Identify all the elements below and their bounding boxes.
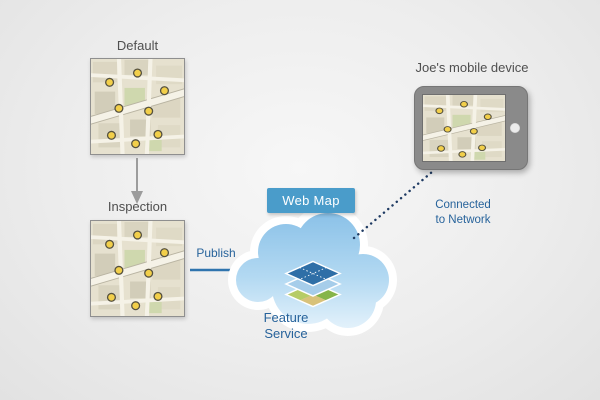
connected-to-network-label: Connected to Network (424, 198, 502, 228)
map-icon (423, 95, 505, 161)
default-map-thumbnail (90, 58, 185, 155)
tablet-device-icon (414, 86, 528, 170)
device-label: Joe's mobile device (415, 60, 529, 75)
connected-line-2: to Network (435, 213, 491, 226)
feature-layers-icon (284, 260, 342, 308)
layer-top (284, 260, 342, 287)
publish-label: Publish (196, 246, 236, 260)
feature-service-label: Feature Service (263, 310, 309, 341)
map-icon (91, 221, 184, 316)
down-arrow-icon (131, 158, 143, 204)
tablet-screen-map (422, 94, 506, 162)
web-map-badge: Web Map (267, 188, 355, 213)
tablet-home-button-icon (510, 123, 520, 133)
default-map-label: Default (116, 38, 159, 53)
inspection-map-thumbnail (90, 220, 185, 317)
connected-line-1: Connected (435, 199, 491, 211)
inspection-map-label: Inspection (107, 199, 168, 214)
network-dotted-line-icon (352, 170, 434, 240)
map-icon (91, 59, 184, 154)
